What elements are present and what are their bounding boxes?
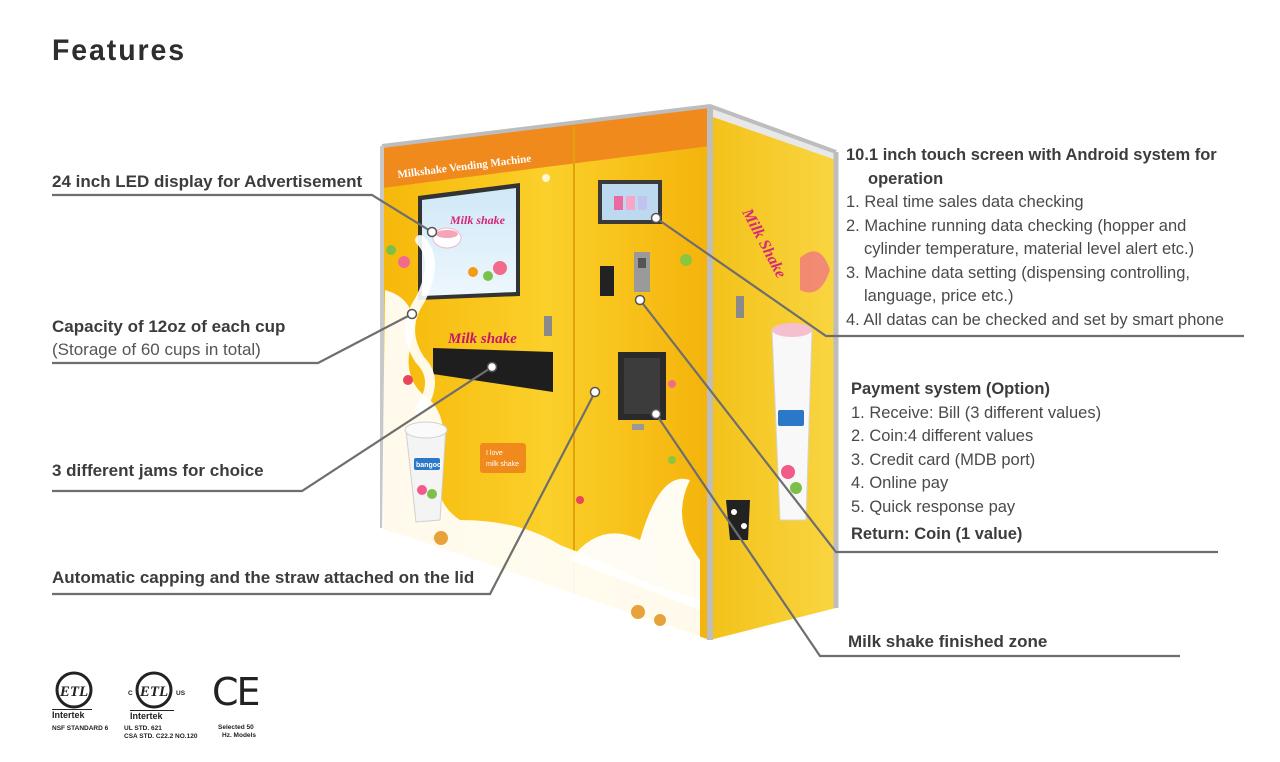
leader-lines: [52, 193, 1244, 658]
header-band: [382, 106, 710, 188]
led-display: Milk shake: [418, 183, 520, 300]
list-item: 3. Credit card (MDB port): [851, 450, 1036, 469]
leader-capping: [52, 391, 596, 596]
list-item: 1. Real time sales data checking: [846, 193, 1084, 211]
label-led-display: 24 inch LED display for Advertisement: [52, 172, 363, 191]
screen-brand: Milk shake: [449, 213, 506, 227]
ce-mark: CE: [212, 670, 261, 714]
svg-text:ETL: ETL: [59, 684, 88, 700]
leader-touch: [655, 217, 1244, 338]
svg-text:ETL: ETL: [139, 684, 168, 700]
etl-cert-2: C ETL US Intertek UL STD. 621 CSA STD. C…: [124, 670, 214, 741]
list-item: 4. Online pay: [851, 474, 949, 492]
list-item: 2. Coin:4 different values: [851, 427, 1034, 445]
return-label: Return: Coin (1 value): [851, 525, 1023, 543]
label-finished-zone: Milk shake finished zone: [848, 632, 1048, 651]
touch-screen-device: [598, 180, 662, 224]
etl-logo-icon: ETL: [135, 671, 173, 709]
panel-text: Milk shake: [447, 331, 517, 347]
page-title: Features: [52, 34, 187, 67]
label-jams: 3 different jams for choice: [52, 461, 264, 480]
leader-led: [52, 193, 433, 233]
leader-dots: [406, 212, 662, 420]
list-item: 5. Quick response pay: [851, 497, 1016, 516]
list-item: 4. All datas can be checked and set by s…: [846, 310, 1224, 329]
payment-heading: Payment system (Option): [851, 380, 1050, 398]
etl-cert-1: ETL Intertek NSF STANDARD 6: [52, 670, 122, 733]
list-item: language, price etc.): [864, 287, 1014, 305]
ce-cert: CE Selected 50 Hz. Models: [210, 670, 270, 740]
list-item: 1. Receive: Bill (3 different values): [851, 403, 1102, 422]
leader-payment: [639, 299, 1218, 554]
leader-jams: [52, 366, 493, 493]
touch-screen-features: 10.1 inch touch screen with Android syst…: [846, 144, 1224, 332]
front-graphics: bangoo I love milk shake: [382, 174, 700, 640]
list-item: 3. Machine data setting (dispensing cont…: [846, 263, 1190, 282]
list-item: cylinder temperature, material level ale…: [864, 240, 1195, 258]
label-capping: Automatic capping and the straw attached…: [52, 568, 475, 587]
payment-features: Payment system (Option) 1. Receive: Bill…: [851, 378, 1101, 547]
leader-capacity: [52, 313, 413, 365]
svg-text:milk shake: milk shake: [486, 461, 519, 468]
svg-text:I love: I love: [486, 450, 503, 457]
touch-screen-heading: 10.1 inch touch screen with Android syst…: [846, 146, 1217, 164]
cup-brand: bangoo: [416, 462, 441, 469]
casters: [434, 531, 666, 626]
etl-logo-icon: ETL: [55, 671, 93, 709]
label-capacity: Capacity of 12oz of each cup (Storage of…: [52, 317, 286, 359]
list-item: 2. Machine running data checking (hopper…: [846, 216, 1187, 235]
love-badge: [480, 443, 526, 473]
bill-slot: [600, 266, 614, 296]
leader-finished: [655, 413, 1180, 658]
